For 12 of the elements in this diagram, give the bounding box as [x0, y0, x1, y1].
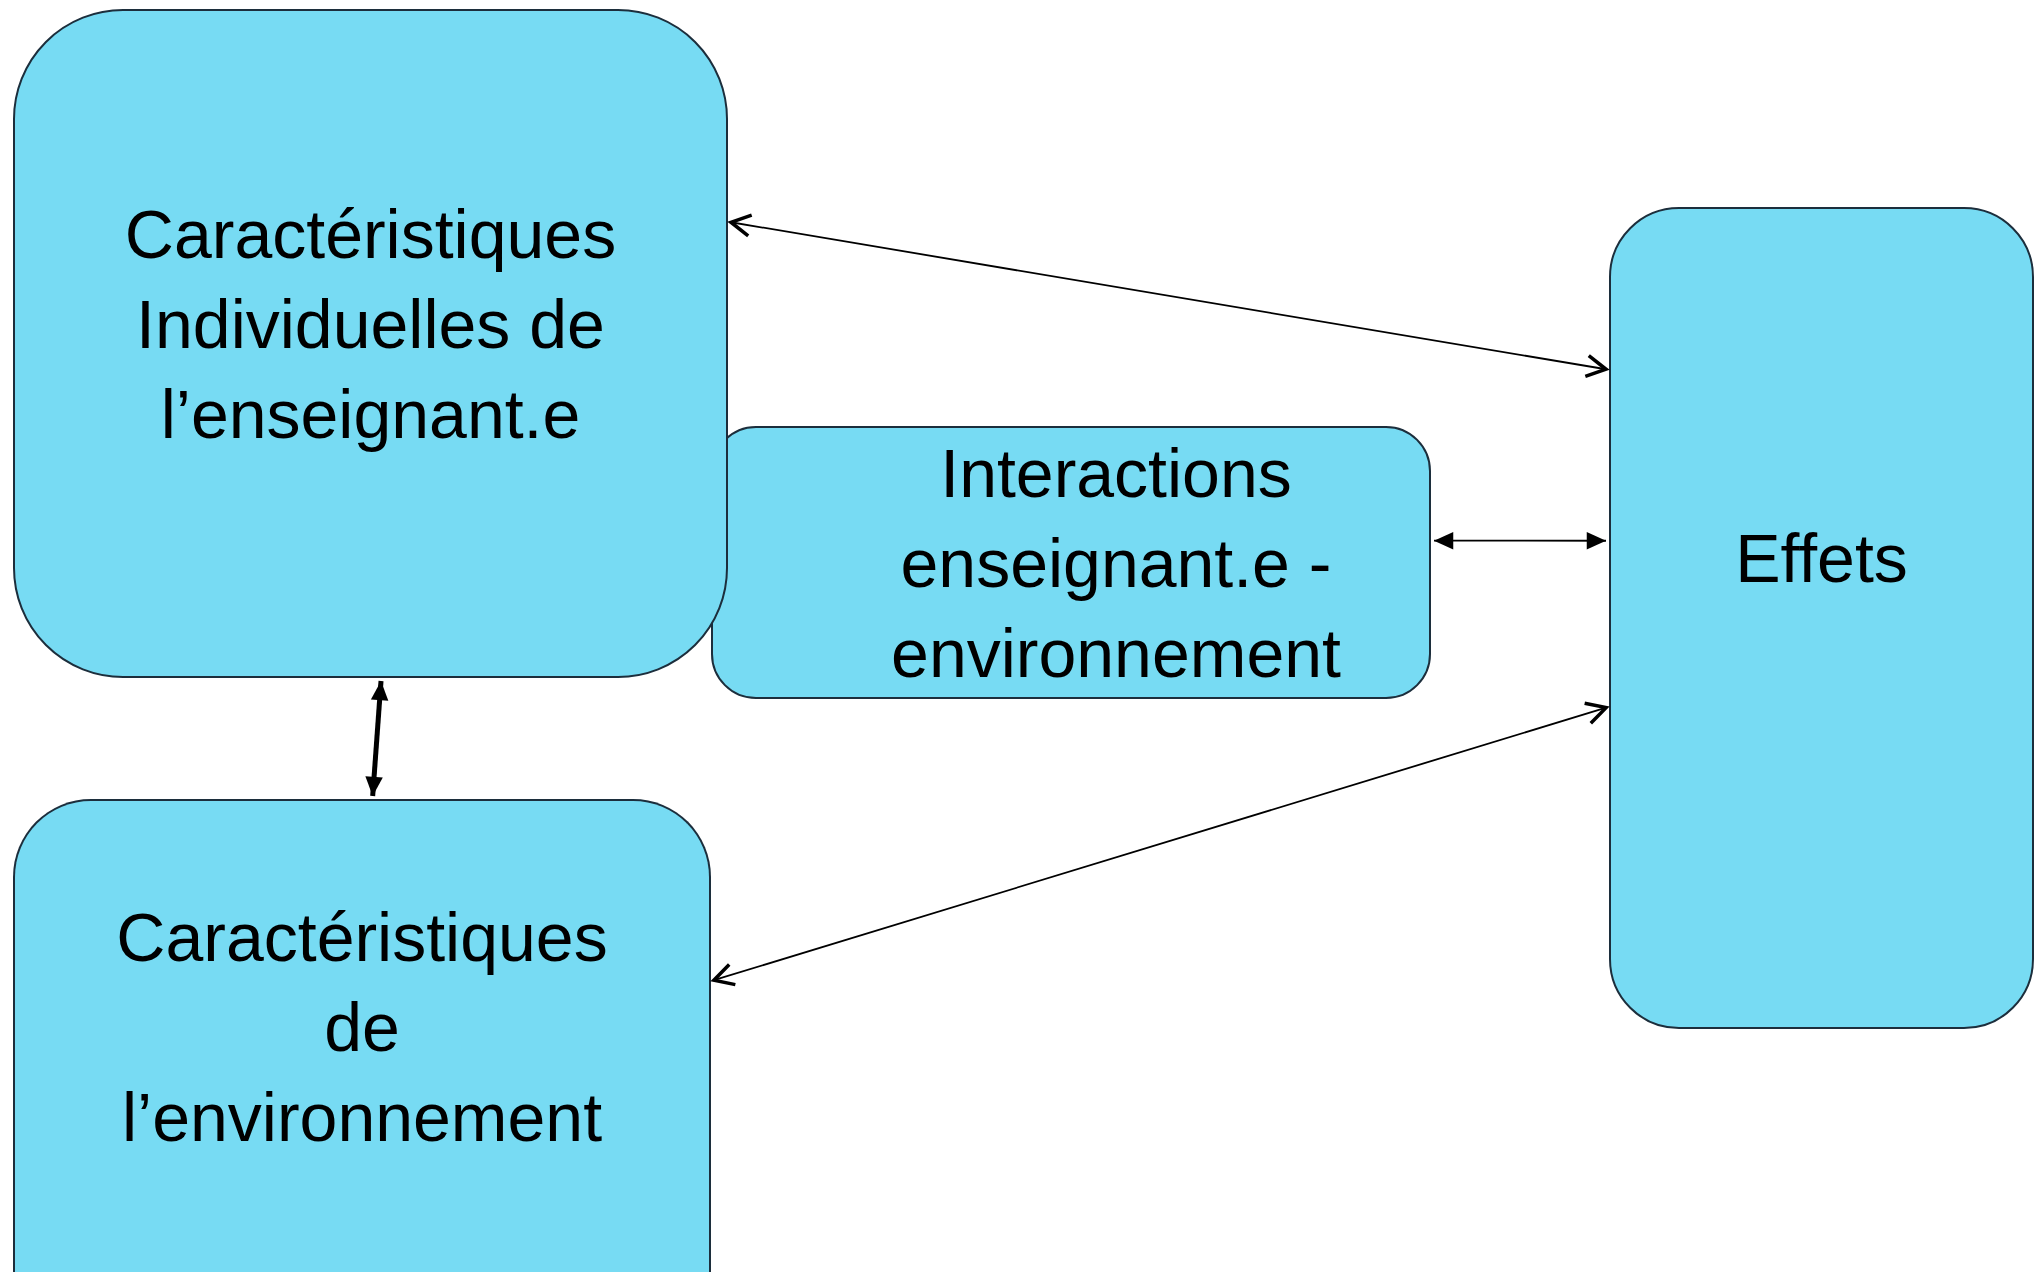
arrow [365, 680, 389, 797]
rounded-box [711, 426, 1431, 699]
arrow [1433, 531, 1607, 550]
rounded-box [13, 799, 711, 1272]
arrow [729, 213, 1608, 379]
node-label: Effets [1735, 519, 1908, 598]
arrow [712, 701, 1608, 987]
rounded-box [1609, 207, 2034, 1029]
node-label: Interactions enseignant.e - environnement [890, 433, 1342, 693]
node-label: Caractéristiques Individuelles de l’enseignant.e [123, 194, 618, 454]
rounded-box [13, 9, 728, 678]
node-label: Caractéristiques de l’environnement [115, 897, 609, 1157]
